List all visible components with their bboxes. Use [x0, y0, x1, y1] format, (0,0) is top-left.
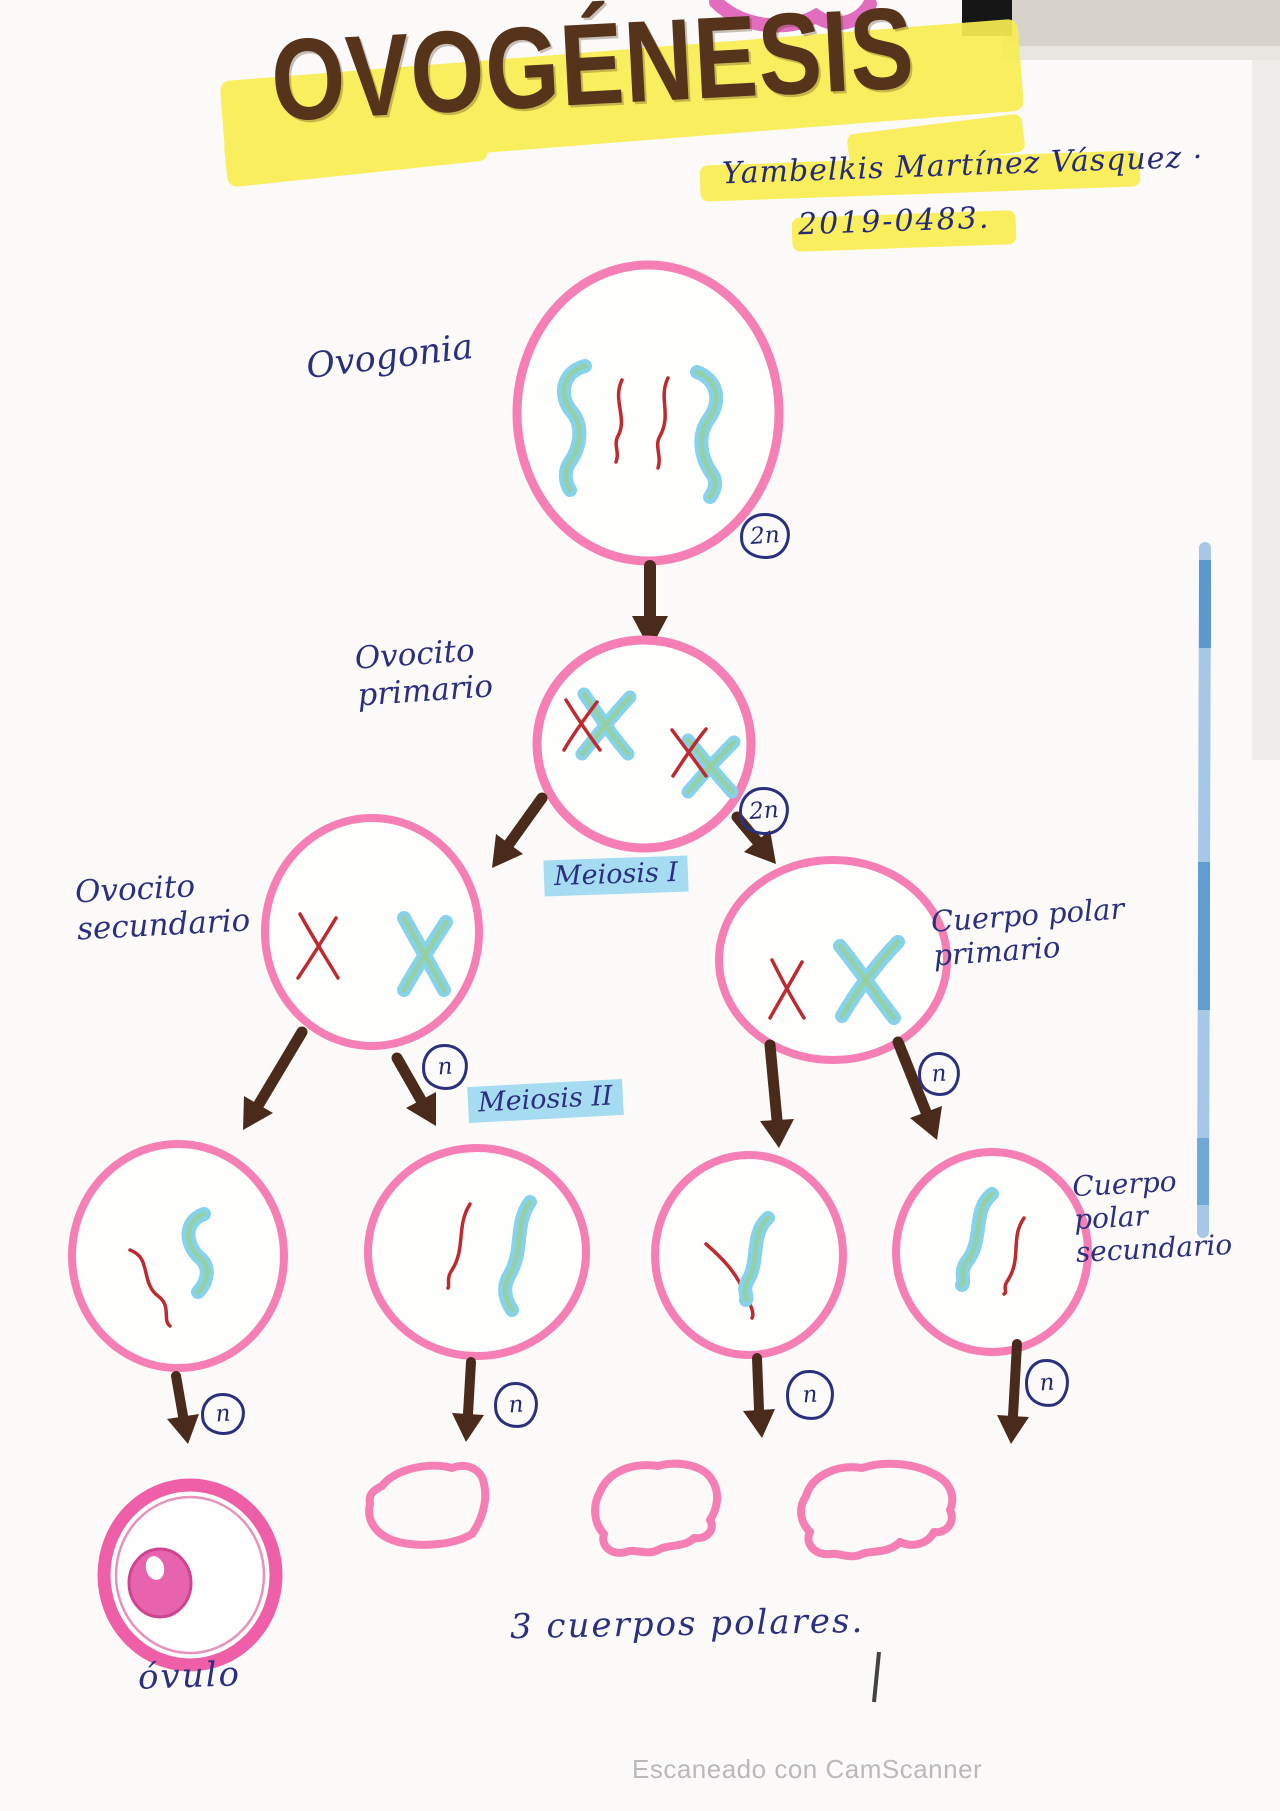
cell-cuerpo-polar-primario: [715, 856, 951, 1064]
scan-pen-mark: [872, 1651, 881, 1703]
chromosome-blue: [557, 359, 592, 497]
chromosome-blue: [738, 1211, 775, 1307]
chromosome-red: [614, 378, 624, 464]
polar-bodies-caption: 3 cuerpos polares.: [509, 1600, 865, 1648]
cell-ovocito-secundario: [261, 814, 483, 1050]
cell-haploid-1: [68, 1140, 288, 1372]
chromosome-blue: [181, 1207, 214, 1299]
cell-haploid-2: [364, 1144, 590, 1360]
ovum-nucleus: [127, 1547, 193, 1619]
arrow-down: [760, 1039, 794, 1148]
cell-ovogonia: [512, 260, 784, 566]
nucleolus-highlight: [145, 1556, 165, 1580]
label-meiosis-1: Meiosis I: [543, 855, 689, 897]
label-ovocito-secundario: Ovocito secundario: [74, 868, 252, 948]
tetrad-chromosomes: [670, 727, 741, 799]
polar-body-blob-1: [365, 1461, 490, 1549]
arrow-down-left: [492, 792, 548, 868]
arrow-down-left: [243, 1026, 308, 1130]
magenta-scribble-fragment: [709, 0, 877, 33]
chromosome-blue-x: [833, 935, 905, 1025]
polar-body-blob-2: [591, 1459, 721, 1557]
student-id: 2019-0483.: [797, 200, 991, 243]
chromosome-red: [655, 376, 670, 470]
chromosome-blue-x: [397, 911, 453, 997]
tetrad-chromosomes: [562, 687, 637, 761]
arrow-down-right: [391, 1052, 436, 1126]
yellow-highlights: [220, 19, 1141, 252]
arrow-down: [452, 1357, 484, 1442]
chromosome-red-x: [296, 912, 340, 980]
label-cuerpo-polar-secundario: Cuerpo polar secundario: [1071, 1164, 1233, 1270]
arrow-down-right: [731, 811, 776, 864]
chromosome-blue: [498, 1195, 537, 1317]
page-edge-band: [1002, 0, 1280, 46]
ovum-cell: [97, 1478, 283, 1672]
arrow-down: [632, 560, 668, 650]
arrow-down-right: [892, 1036, 942, 1140]
cell-haploid-4: [892, 1148, 1092, 1356]
label-ovulo: óvulo: [137, 1654, 242, 1698]
blue-margin-stripe: [1197, 542, 1211, 1238]
chromosome-red-x: [768, 958, 806, 1020]
chromosome-blue: [955, 1187, 999, 1292]
chromosome-red: [1002, 1216, 1026, 1296]
chromosome-blue: [690, 365, 724, 504]
label-ovocito-primario: Ovocito primario: [353, 632, 495, 714]
chromosome-red: [128, 1248, 172, 1328]
label-cuerpo-polar-primario: Cuerpo polar primario: [929, 891, 1126, 973]
page-edge-fade: [1002, 46, 1280, 60]
arrow-down: [997, 1339, 1029, 1444]
chromosome-red: [446, 1202, 472, 1290]
camscanner-watermark: Escaneado con CamScanner: [632, 1754, 983, 1784]
arrow-down: [743, 1353, 775, 1438]
polar-body-blob-3: [797, 1459, 957, 1561]
page-edge-strip: [1252, 60, 1280, 760]
arrow-down: [167, 1371, 199, 1444]
